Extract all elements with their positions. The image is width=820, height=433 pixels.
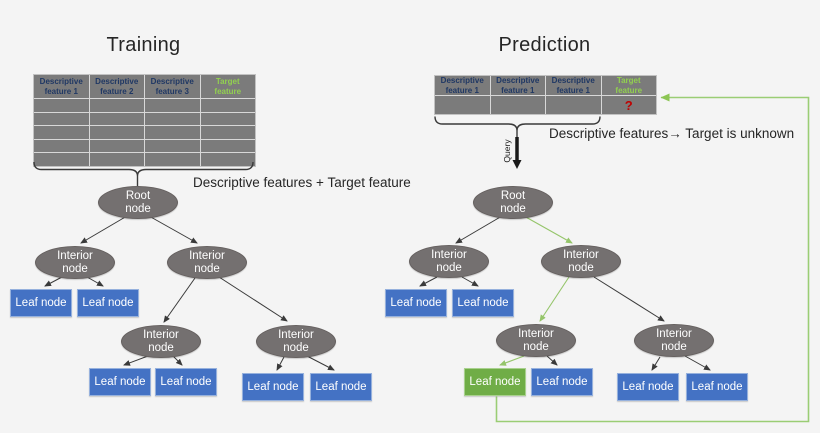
table-cell-empty <box>435 96 490 114</box>
training-leaf-node-5: Leaf node <box>242 373 304 401</box>
training-header-cell-2: Descriptive feature 2 <box>89 75 144 98</box>
training-brace <box>33 161 254 186</box>
prediction-interior-node-3: Interior node <box>496 324 576 357</box>
prediction-leaf-node-4: Leaf node <box>617 373 679 401</box>
training-header-cell-1: Descriptive feature 1 <box>34 75 89 98</box>
training-leaf-node-2: Leaf node <box>77 289 139 317</box>
prediction-leaf-node-3: Leaf node <box>531 368 593 396</box>
node-label: Interior node <box>189 249 225 275</box>
training-interior-node-4: Interior node <box>256 325 336 358</box>
table-cell-empty <box>145 139 200 153</box>
training-interior-node-1: Interior node <box>35 246 115 279</box>
table-cell-empty <box>145 112 200 126</box>
node-label: Interior node <box>143 328 179 354</box>
table-cell-empty <box>34 139 89 153</box>
prediction-leaf-node-1: Leaf node <box>385 289 447 317</box>
prediction-leaf-node-5: Leaf node <box>686 373 748 401</box>
table-cell-empty <box>200 153 255 166</box>
prediction-annotation: Descriptive features→ Target is unknown <box>549 126 795 141</box>
table-cell-empty <box>34 99 89 112</box>
node-label: Root node <box>125 189 151 215</box>
prediction-header-cell-target: Target feature <box>601 76 656 95</box>
table-cell-empty <box>89 153 144 166</box>
table-cell-empty <box>89 126 144 139</box>
prediction-interior-node-2: Interior node <box>541 245 621 278</box>
training-title: Training <box>106 34 181 56</box>
table-cell-empty <box>546 96 601 114</box>
table-cell-empty <box>34 153 89 166</box>
unknown-target-cell: ? <box>601 96 656 114</box>
table-cell-empty <box>200 99 255 112</box>
prediction-header-cell-1: Descriptive feature 1 <box>435 76 490 95</box>
table-cell-empty <box>34 112 89 126</box>
prediction-table: Descriptive feature 1 Descriptive featur… <box>434 75 657 115</box>
node-label: Interior node <box>57 249 93 275</box>
prediction-tree-edges <box>419 215 711 371</box>
training-leaf-node-1: Leaf node <box>10 289 72 317</box>
table-cell-empty <box>89 112 144 126</box>
training-interior-node-2: Interior node <box>167 246 247 279</box>
table-cell-empty <box>200 126 255 139</box>
node-label: Interior node <box>656 327 692 353</box>
table-cell-empty <box>200 139 255 153</box>
table-cell-empty <box>34 126 89 139</box>
training-root-node: Root node <box>98 186 178 219</box>
prediction-root-node: Root node <box>473 186 553 219</box>
table-cell-empty <box>145 126 200 139</box>
table-cell-empty <box>145 153 200 166</box>
training-leaf-node-4: Leaf node <box>155 368 217 396</box>
training-tree-edges <box>44 215 335 371</box>
training-leaf-node-3: Leaf node <box>89 368 151 396</box>
node-label: Interior node <box>518 327 554 353</box>
node-label: Root node <box>500 189 526 215</box>
training-header-cell-target: Target feature <box>200 75 255 98</box>
table-cell-empty <box>200 112 255 126</box>
feedback-arrow <box>495 93 810 423</box>
prediction-highlighted-edges <box>499 215 573 366</box>
prediction-brace <box>434 116 601 137</box>
node-label: Interior node <box>431 248 467 274</box>
table-cell-empty <box>145 99 200 112</box>
prediction-header-cell-3: Descriptive feature 1 <box>546 76 601 95</box>
table-cell-empty <box>89 99 144 112</box>
prediction-header-cell-2: Descriptive feature 1 <box>490 76 545 95</box>
node-label: Interior node <box>278 328 314 354</box>
training-table: Descriptive feature 1 Descriptive featur… <box>33 74 256 167</box>
prediction-leaf-node-2: Leaf node <box>452 289 514 317</box>
training-interior-node-3: Interior node <box>121 325 201 358</box>
training-leaf-node-6: Leaf node <box>310 373 372 401</box>
table-cell-empty <box>89 139 144 153</box>
prediction-interior-node-4: Interior node <box>634 324 714 357</box>
prediction-interior-node-1: Interior node <box>409 245 489 278</box>
table-cell-empty <box>490 96 545 114</box>
prediction-title: Prediction <box>498 34 591 56</box>
training-header-cell-3: Descriptive feature 3 <box>145 75 200 98</box>
node-label: Interior node <box>563 248 599 274</box>
training-annotation: Descriptive features + Target feature <box>193 175 411 190</box>
prediction-result-leaf-node: Leaf node <box>464 368 526 396</box>
